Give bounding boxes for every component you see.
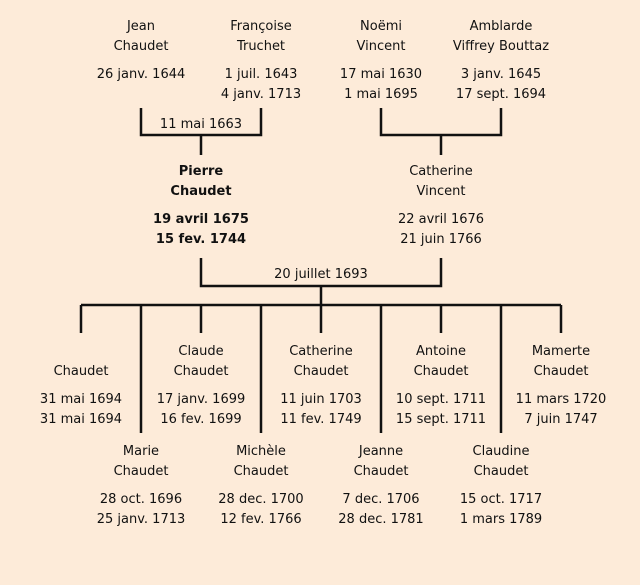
person-death-date: 21 juin 1766 — [400, 232, 482, 247]
person-card-child[interactable]: Michèle Chaudet 28 dec. 1700 12 fev. 176… — [201, 442, 321, 530]
marriage-date-grandparents-left: 11 mai 1663 — [159, 117, 243, 132]
person-death-date: 7 juin 1747 — [524, 412, 598, 427]
parents-couple-connector — [199, 258, 443, 305]
person-card-grandmother-truchet[interactable]: Françoise Truchet 1 juil. 1643 4 janv. 1… — [201, 17, 321, 105]
person-first-name: Amblarde — [469, 19, 533, 34]
person-first-name — [21, 342, 141, 362]
person-last-name: Chaudet — [170, 184, 232, 199]
person-birth-date: 17 janv. 1699 — [156, 392, 246, 407]
person-first-name: Françoise — [230, 19, 292, 34]
person-birth-date: 7 dec. 1706 — [342, 492, 420, 507]
person-card-pierre-chaudet[interactable]: Pierre Chaudet 19 avril 1675 15 fev. 174… — [141, 162, 261, 250]
person-death-date: 15 fev. 1744 — [155, 232, 247, 247]
person-birth-date: 19 avril 1675 — [153, 212, 249, 227]
person-card-child[interactable]: Jeanne Chaudet 7 dec. 1706 28 dec. 1781 — [321, 442, 441, 530]
person-card-child[interactable]: Chaudet 31 mai 1694 31 mai 1694 — [21, 342, 141, 430]
person-death-date: 1 mars 1789 — [459, 512, 543, 527]
person-birth-date: 22 avril 1676 — [397, 212, 485, 227]
person-death-date: 17 sept. 1694 — [455, 87, 547, 102]
person-first-name: Catherine — [289, 344, 353, 359]
person-birth-date: 3 janv. 1645 — [460, 67, 542, 82]
marriage-date-parents: 20 juillet 1693 — [274, 267, 368, 282]
person-last-name: Chaudet — [413, 364, 469, 379]
person-first-name: Claudine — [472, 444, 530, 459]
person-first-name: Noëmi — [360, 19, 402, 34]
person-first-name: Claude — [178, 344, 224, 359]
person-card-grandfather-vincent[interactable]: Noëmi Vincent 17 mai 1630 1 mai 1695 — [321, 17, 441, 105]
person-birth-date: 15 oct. 1717 — [459, 492, 543, 507]
person-last-name: Chaudet — [53, 364, 109, 379]
person-death-date: 28 dec. 1781 — [338, 512, 424, 527]
person-card-grandfather-chaudet[interactable]: Jean Chaudet 26 janv. 1644 — [81, 17, 201, 105]
person-death-date — [81, 85, 201, 105]
person-birth-date: 26 janv. 1644 — [96, 67, 186, 82]
person-first-name: Mamerte — [531, 344, 591, 359]
person-card-grandmother-viffrey[interactable]: Amblarde Viffrey Bouttaz 3 janv. 1645 17… — [436, 17, 566, 105]
person-death-date: 1 mai 1695 — [344, 87, 418, 102]
person-first-name: Jean — [126, 19, 156, 34]
person-last-name: Chaudet — [533, 364, 589, 379]
person-card-catherine-vincent[interactable]: Catherine Vincent 22 avril 1676 21 juin … — [381, 162, 501, 250]
person-death-date: 4 janv. 1713 — [220, 87, 302, 102]
person-first-name: Pierre — [178, 164, 224, 179]
person-card-child[interactable]: Claude Chaudet 17 janv. 1699 16 fev. 169… — [141, 342, 261, 430]
person-birth-date: 17 mai 1630 — [339, 67, 423, 82]
person-last-name: Viffrey Bouttaz — [452, 39, 550, 54]
person-first-name: Catherine — [409, 164, 473, 179]
person-birth-date: 11 juin 1703 — [280, 392, 362, 407]
person-first-name: Marie — [122, 444, 160, 459]
person-birth-date: 28 dec. 1700 — [218, 492, 304, 507]
person-death-date: 31 mai 1694 — [39, 412, 123, 427]
person-last-name: Chaudet — [113, 464, 169, 479]
person-card-child[interactable]: Marie Chaudet 28 oct. 1696 25 janv. 1713 — [81, 442, 201, 530]
person-last-name: Chaudet — [233, 464, 289, 479]
person-last-name: Vincent — [416, 184, 466, 199]
grandparents-left-couple-connector — [139, 108, 263, 155]
person-death-date: 11 fev. 1749 — [280, 412, 362, 427]
person-last-name: Chaudet — [173, 364, 229, 379]
person-card-child[interactable]: Antoine Chaudet 10 sept. 1711 15 sept. 1… — [381, 342, 501, 430]
person-death-date: 16 fev. 1699 — [160, 412, 242, 427]
grandparents-right-couple-connector — [379, 108, 503, 155]
person-first-name: Antoine — [415, 344, 467, 359]
person-card-child[interactable]: Mamerte Chaudet 11 mars 1720 7 juin 1747 — [501, 342, 621, 430]
person-last-name: Chaudet — [473, 464, 529, 479]
person-birth-date: 10 sept. 1711 — [395, 392, 487, 407]
person-card-child[interactable]: Catherine Chaudet 11 juin 1703 11 fev. 1… — [261, 342, 381, 430]
person-last-name: Chaudet — [293, 364, 349, 379]
person-birth-date: 1 juil. 1643 — [224, 67, 298, 82]
person-death-date: 15 sept. 1711 — [395, 412, 487, 427]
person-birth-date: 11 mars 1720 — [515, 392, 607, 407]
person-last-name: Chaudet — [353, 464, 409, 479]
person-birth-date: 31 mai 1694 — [39, 392, 123, 407]
person-last-name: Truchet — [236, 39, 286, 54]
person-death-date: 12 fev. 1766 — [220, 512, 302, 527]
person-last-name: Chaudet — [113, 39, 169, 54]
person-card-child[interactable]: Claudine Chaudet 15 oct. 1717 1 mars 178… — [441, 442, 561, 530]
person-first-name: Jeanne — [358, 444, 404, 459]
person-last-name: Vincent — [356, 39, 406, 54]
person-death-date: 25 janv. 1713 — [96, 512, 186, 527]
person-first-name: Michèle — [236, 444, 286, 459]
person-birth-date: 28 oct. 1696 — [99, 492, 183, 507]
